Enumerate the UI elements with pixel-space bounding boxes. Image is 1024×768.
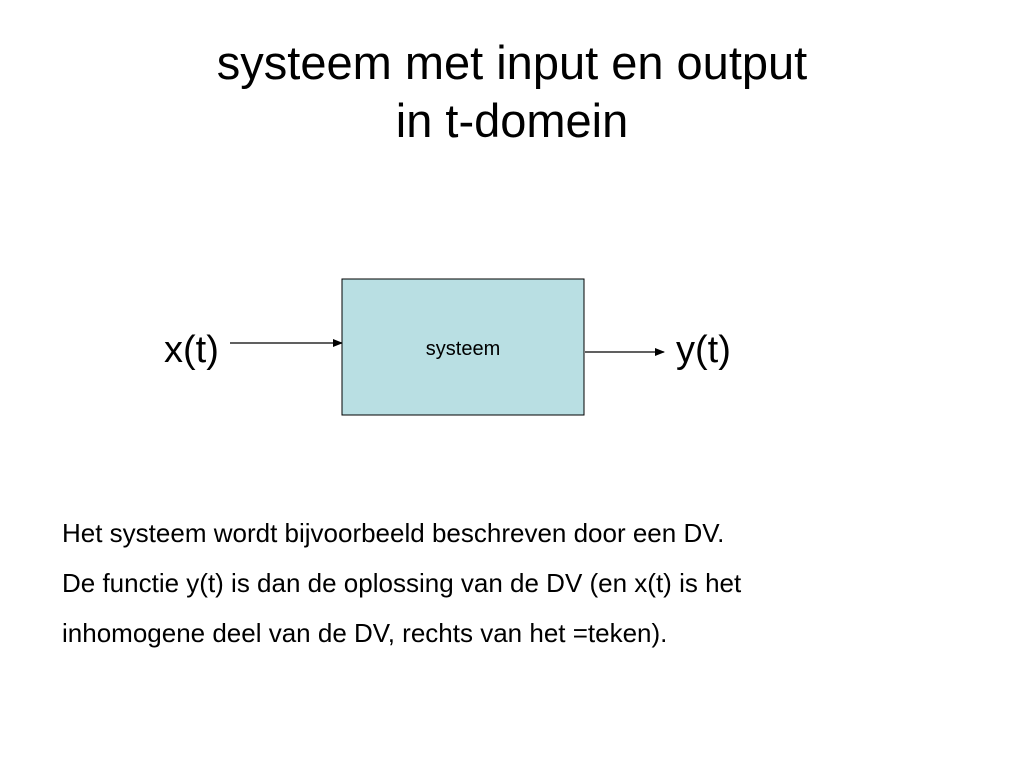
input-signal-label: x(t) [164,329,219,371]
system-block-label: systeem [426,338,500,360]
system-block [341,278,585,416]
body-line-2: De functie y(t) is dan de oplossing van … [62,568,742,598]
slide-title-line-1: systeem met input en output [216,36,808,89]
slide-title-line-2: in t-domein [395,94,629,147]
slide-title: systeem met input en output in t-domein [0,34,1024,150]
body-line-3: inhomogene deel van de DV, rechts van he… [62,618,668,648]
slide-body-text: Het systeem wordt bijvoorbeeld beschreve… [62,508,982,658]
body-line-1: Het systeem wordt bijvoorbeeld beschreve… [62,518,725,548]
output-signal-label: y(t) [676,329,731,371]
